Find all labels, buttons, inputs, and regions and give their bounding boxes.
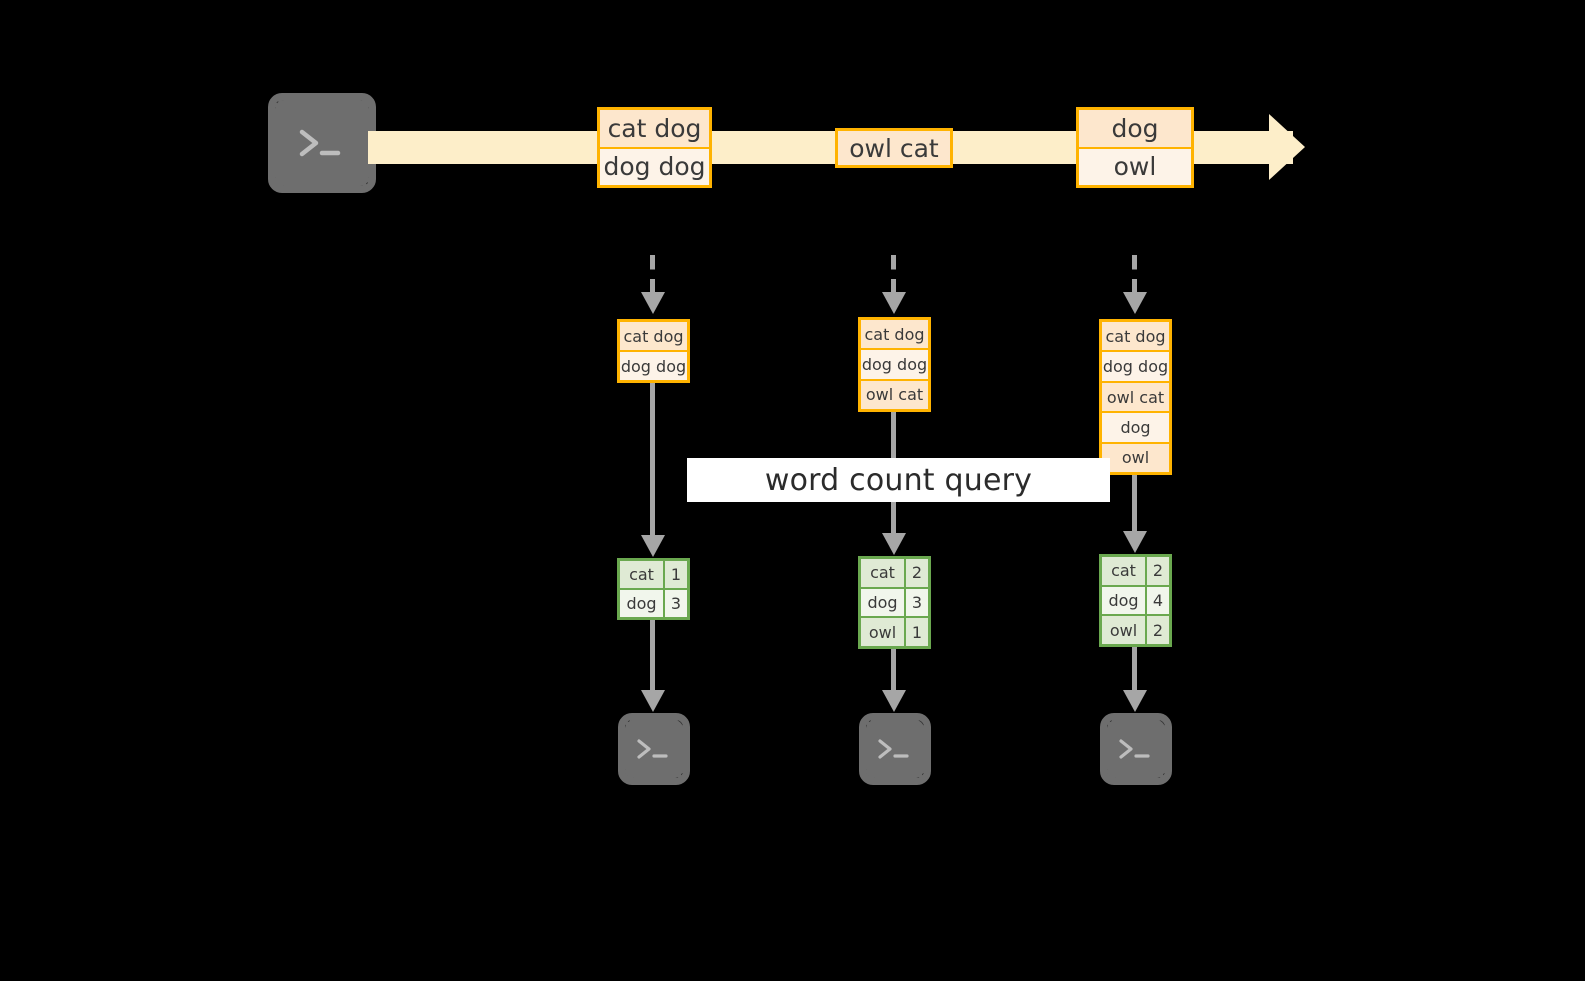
snapshot-1-capture-dashline: [650, 255, 655, 293]
snapshot-3-word-1: cat: [1102, 557, 1147, 585]
snapshot-2-count-table: cat 2 dog 3 owl 1: [858, 556, 931, 649]
snapshot-2-capture-dashline: [891, 255, 896, 293]
terminal-screen: [866, 720, 924, 778]
snapshot-3-buffer-line-5: owl: [1102, 441, 1169, 473]
stream-event-1-line-2: dog dog: [600, 146, 709, 185]
snapshot-3-word-3: owl: [1102, 616, 1147, 645]
snapshot-2-count-1: 2: [906, 559, 928, 587]
stream-event-1-line-1: cat dog: [600, 110, 709, 147]
snapshot-1-buffer: cat dog dog dog: [617, 319, 690, 383]
table-row: dog 4: [1102, 584, 1169, 615]
terminal-screen: [1107, 720, 1165, 778]
word-count-query-label: word count query: [687, 458, 1110, 502]
snapshot-1-query-arrowhead-icon: [641, 535, 665, 557]
snapshot-3-sink-arrowhead-icon: [1123, 690, 1147, 712]
snapshot-3-count-2: 4: [1147, 586, 1169, 615]
snapshot-1-count-2: 3: [665, 590, 687, 617]
table-row: dog 3: [620, 588, 687, 617]
snapshot-1-count-table: cat 1 dog 3: [617, 558, 690, 620]
snapshot-3-count-3: 2: [1147, 616, 1169, 645]
snapshot-1-buffer-line-2: dog dog: [620, 350, 687, 380]
snapshot-2-word-1: cat: [861, 559, 906, 587]
snapshot-1-word-1: cat: [620, 561, 665, 588]
terminal-prompt-glyph-icon: [878, 739, 909, 759]
snapshot-1-buffer-line-1: cat dog: [620, 322, 687, 350]
stream-event-2-line-1: owl cat: [838, 131, 950, 165]
snapshot-3-buffer-line-4: dog: [1102, 411, 1169, 442]
table-row: owl 2: [1102, 614, 1169, 645]
snapshot-2-sink-arrowhead-icon: [882, 690, 906, 712]
snapshot-2-query-arrowhead-icon: [882, 533, 906, 555]
table-row: cat 2: [1102, 557, 1169, 585]
snapshot-2-sink-line: [891, 649, 896, 690]
stream-event-3: dog owl: [1076, 107, 1194, 188]
snapshot-3-buffer-line-1: cat dog: [1102, 322, 1169, 351]
snapshot-1-sink-terminal-icon: [618, 713, 690, 785]
stream-event-2: owl cat: [835, 128, 953, 168]
table-row: cat 2: [861, 559, 928, 587]
snapshot-2-buffer-line-1: cat dog: [861, 320, 928, 349]
stream-event-1: cat dog dog dog: [597, 107, 712, 188]
snapshot-3-word-2: dog: [1102, 586, 1147, 615]
snapshot-1-word-2: dog: [620, 590, 665, 617]
terminal-prompt-glyph-icon: [637, 739, 668, 759]
event-stream-arrowhead-icon: [1269, 114, 1305, 180]
snapshot-2-count-2: 3: [906, 588, 928, 617]
snapshot-2-sink-terminal-icon: [859, 713, 931, 785]
snapshot-1-query-line: [650, 383, 655, 535]
stream-event-3-line-2: owl: [1079, 146, 1191, 185]
snapshot-3-count-table: cat 2 dog 4 owl 2: [1099, 554, 1172, 647]
snapshot-3-query-arrowhead-icon: [1123, 531, 1147, 553]
snapshot-3-capture-dashline: [1132, 255, 1137, 293]
terminal-prompt-glyph-icon: [299, 129, 341, 157]
snapshot-3-sink-line: [1132, 647, 1137, 690]
snapshot-3-capture-arrowhead-icon: [1123, 292, 1147, 314]
snapshot-2-buffer: cat dog dog dog owl cat: [858, 317, 931, 412]
snapshot-1-sink-line: [650, 620, 655, 690]
snapshot-1-capture-arrowhead-icon: [641, 292, 665, 314]
snapshot-1-count-1: 1: [665, 561, 687, 588]
terminal-prompt-glyph-icon: [1119, 739, 1150, 759]
table-row: dog 3: [861, 586, 928, 617]
snapshot-3-count-1: 2: [1147, 557, 1169, 585]
snapshot-3-query-line: [1132, 475, 1137, 531]
snapshot-2-count-3: 1: [906, 618, 928, 647]
snapshot-2-buffer-line-3: owl cat: [861, 378, 928, 409]
snapshot-2-capture-arrowhead-icon: [882, 292, 906, 314]
source-terminal-icon: [268, 93, 376, 193]
terminal-screen: [275, 100, 369, 186]
snapshot-3-buffer-line-3: owl cat: [1102, 380, 1169, 412]
snapshot-3-buffer-line-2: dog dog: [1102, 350, 1169, 381]
snapshot-2-word-2: dog: [861, 588, 906, 617]
terminal-screen: [625, 720, 683, 778]
snapshot-2-word-3: owl: [861, 618, 906, 647]
snapshot-2-buffer-line-2: dog dog: [861, 348, 928, 379]
table-row: cat 1: [620, 561, 687, 588]
snapshot-1-sink-arrowhead-icon: [641, 690, 665, 712]
table-row: owl 1: [861, 616, 928, 647]
snapshot-3-buffer: cat dog dog dog owl cat dog owl: [1099, 319, 1172, 475]
stream-event-3-line-1: dog: [1079, 110, 1191, 147]
snapshot-3-sink-terminal-icon: [1100, 713, 1172, 785]
